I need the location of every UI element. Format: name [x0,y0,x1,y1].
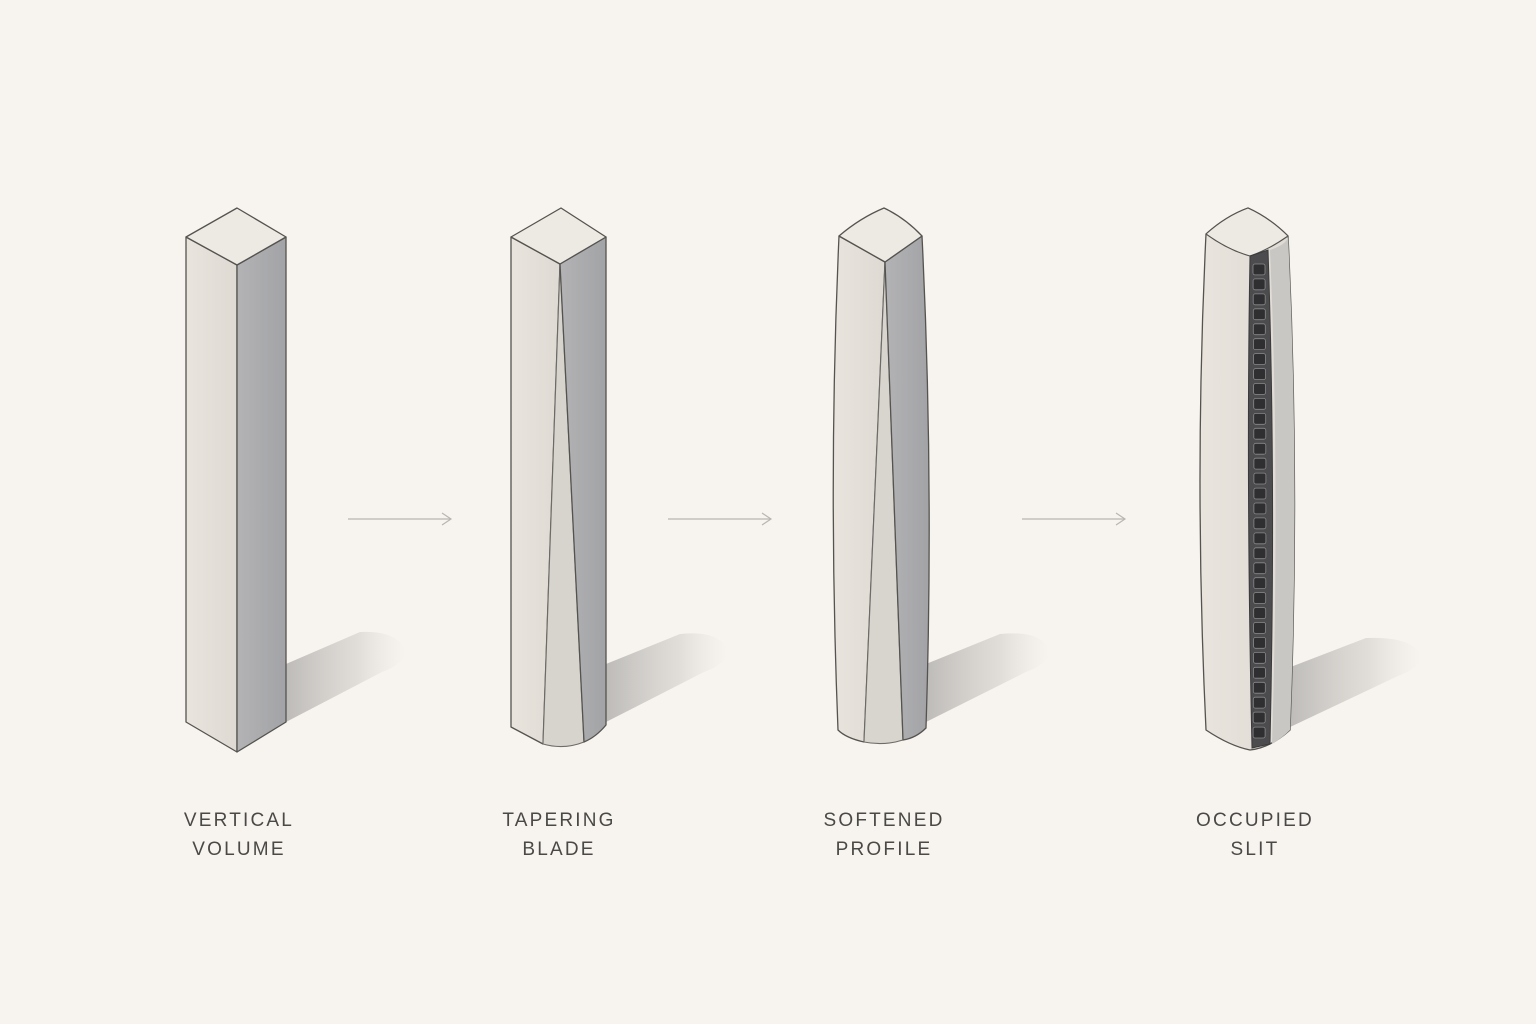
slit-floor-cell [1253,607,1267,619]
slit-floor-cell [1253,652,1266,664]
slit-floor-cell [1253,457,1267,470]
slit-floor-cell [1252,278,1266,291]
shadow-softened-profile [926,633,1050,722]
caption-line-2: VOLUME [192,839,286,860]
shadow-tapering-blade [606,633,728,722]
caption-line-1: SOFTENED [823,810,945,831]
arrow-right-icon [1022,512,1127,526]
caption-line-1: TAPERING [502,810,616,831]
tower-3-left-face [832,235,886,743]
tower-3-right-face [884,235,930,741]
caption-tapering-blade: TAPERING BLADE [429,806,689,864]
slit-floor-cell [1253,502,1267,515]
slit-floor-cell [1253,368,1266,380]
arrow-right-icon [348,512,453,526]
slit-floor-cell [1253,532,1267,545]
slit-floor-cell [1253,353,1266,365]
caption-line-2: PROFILE [835,839,933,860]
slit-floor-cell [1253,592,1267,604]
slit-floor-cell [1253,622,1266,634]
caption-vertical-volume: VERTICAL VOLUME [109,806,369,864]
tower-1-top-face [185,207,287,266]
tower-3-top-face [838,207,923,263]
slit-floor-cell [1252,711,1266,724]
slit-floor-cell [1253,666,1266,679]
slit-floor-cell [1253,547,1267,560]
caption-line-1: OCCUPIED [1196,810,1314,831]
slit-floor-cell [1253,442,1267,455]
slit-floor-cell [1252,308,1266,321]
slit-floor-cell [1252,263,1266,276]
slit-floor-cell [1253,487,1267,500]
tower-vertical-volume [185,207,406,753]
caption-line-2: BLADE [522,839,596,860]
slit-floor-cell [1252,726,1266,739]
slit-floor-cell [1253,427,1267,440]
tower-2-top-face [510,207,607,265]
tower-occupied-slit [1199,207,1422,751]
shadow-occupied-slit [1288,637,1422,728]
slit-floor-cell [1253,577,1267,590]
caption-softened-profile: SOFTENED PROFILE [754,806,1014,864]
tower-1-left-face [185,236,238,753]
slit-floor-cell [1253,517,1267,530]
tower-1-right-face [236,236,287,753]
slit-floor-cell [1252,681,1266,694]
shadow-vertical-volume [286,631,406,722]
caption-line-2: SLIT [1230,839,1280,860]
slit-floor-cell [1253,412,1267,425]
slit-floor-cell [1252,323,1266,336]
slit-floor-cell [1253,338,1266,351]
slit-floor-cell [1253,472,1267,485]
tower-2-right-face [559,236,607,743]
slit-floor-cell [1253,383,1266,395]
slit-floor-cell [1252,696,1266,709]
slit-floor-plates [1252,263,1267,739]
tower-4-side-shade [1270,236,1295,744]
arrow-right-icon [668,512,773,526]
slit-floor-cell [1253,562,1267,575]
slit-floor-cell [1252,293,1266,306]
tower-softened-profile [832,207,1050,745]
slit-floor-cell [1253,637,1266,649]
slit-floor-cell [1253,397,1267,410]
caption-line-1: VERTICAL [183,810,295,831]
tower-tapering-blade [510,207,728,748]
caption-occupied-slit: OCCUPIED SLIT [1125,806,1385,864]
